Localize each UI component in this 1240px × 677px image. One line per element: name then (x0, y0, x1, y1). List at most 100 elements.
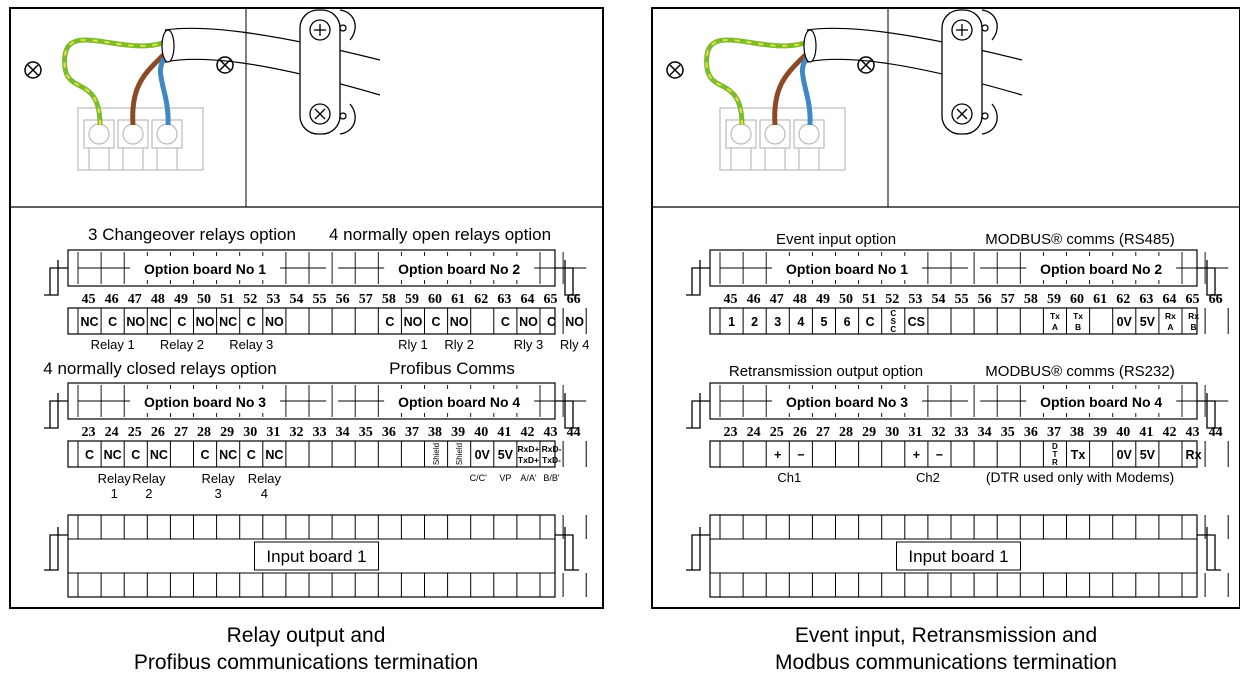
terminal-label: A (1167, 322, 1173, 332)
terminal-number: 50 (839, 292, 853, 307)
terminal-number: 28 (197, 425, 211, 440)
terminal-number: 27 (816, 425, 830, 440)
terminal-number: 62 (474, 292, 488, 307)
terminal-number: 28 (839, 425, 853, 440)
terminal-number: 65 (1186, 292, 1200, 307)
section-title: Profibus Comms (389, 359, 515, 378)
terminal-label: 0V (475, 448, 491, 462)
terminal-label: Tx (1050, 311, 1060, 321)
terminal-label: A (1052, 322, 1058, 332)
relay-group-label: Relay (202, 471, 236, 486)
relay-group-label: Relay 3 (229, 337, 273, 352)
relay-group-number: 2 (145, 486, 152, 501)
terminal-label: C (385, 315, 394, 329)
section-title: Retransmission output option (729, 363, 923, 380)
terminal-number: 44 (567, 425, 581, 440)
terminal-number: 47 (128, 292, 142, 307)
terminal-label: + (913, 448, 920, 462)
left-panel (9, 7, 604, 609)
profibus-pin-label: VP (499, 473, 511, 483)
terminal-label: − (797, 448, 804, 462)
terminal-number: 51 (220, 292, 234, 307)
terminal-label: Shield (432, 443, 441, 465)
terminal-label: R (1052, 458, 1058, 467)
terminal-number: 29 (862, 425, 876, 440)
terminal-label: 4 (797, 315, 804, 329)
terminal-number: 47 (770, 292, 784, 307)
terminal-number: 31 (908, 425, 922, 440)
right-caption-line1: Event input, Retransmission and (795, 624, 1097, 647)
terminal-label: C (432, 315, 441, 329)
input-board-frame (67, 514, 556, 598)
terminal-number: 64 (520, 292, 534, 307)
profibus-pin-label: B/B' (543, 473, 560, 483)
cable-clamp (941, 9, 998, 135)
terminal-label: D (1052, 442, 1058, 451)
terminal-label: NC (150, 315, 168, 329)
relay-group-label: Relay 2 (160, 337, 204, 352)
terminal-label: C (890, 325, 896, 334)
cable-end (803, 29, 817, 63)
terminal-label: C (501, 315, 510, 329)
terminal-label: C (890, 309, 896, 318)
terminal-label: TxD- (542, 455, 561, 465)
input-left-bracket (44, 527, 68, 571)
option-board-label: Option board No 3 (144, 394, 266, 410)
terminal-number: 33 (313, 425, 327, 440)
terminal-number: 38 (1070, 425, 1084, 440)
relay-group-label: Relay 1 (91, 337, 135, 352)
terminal-number: 32 (289, 425, 303, 440)
input-left-bracket (686, 527, 710, 571)
option-board-label: Option board No 1 (786, 261, 908, 277)
terminal-number: 55 (313, 292, 327, 307)
dtr-note: (DTR used only with Modems) (986, 469, 1174, 485)
terminal-number: 56 (336, 292, 350, 307)
option-board-label: Option board No 4 (398, 394, 520, 410)
section-title: MODBUS® comms (RS485) (985, 231, 1174, 248)
terminal-label: NO (126, 315, 145, 329)
terminal-number: 35 (1001, 425, 1015, 440)
terminal-number: 53 (908, 292, 922, 307)
section-title: 4 normally closed relays option (43, 359, 276, 378)
terminal-label: C (247, 315, 256, 329)
strip-left-bracket (44, 260, 68, 296)
terminal-number: 41 (497, 425, 511, 440)
terminal-number: 46 (105, 292, 119, 307)
terminal-number: 32 (931, 425, 945, 440)
terminal-number: 36 (382, 425, 396, 440)
terminal-number: 41 (1139, 425, 1153, 440)
relay-group-label: Relay (132, 471, 166, 486)
terminal-number: 26 (793, 425, 807, 440)
terminal-label: NO (450, 315, 469, 329)
input-right-bracket (555, 527, 579, 571)
section-title: 4 normally open relays option (329, 225, 551, 244)
board-label-bg (384, 256, 535, 280)
right-panel (651, 7, 1240, 609)
terminal-number: 61 (1093, 292, 1107, 307)
terminal-number: 25 (128, 425, 142, 440)
terminal-label: − (936, 448, 943, 462)
terminal-number: 43 (1186, 425, 1200, 440)
terminal-number: 63 (1139, 292, 1153, 307)
terminal-number: 34 (978, 425, 992, 440)
profibus-pin-label: A/A' (520, 473, 537, 483)
terminal-number: 51 (862, 292, 876, 307)
terminal-label: + (774, 448, 781, 462)
terminal-number: 25 (770, 425, 784, 440)
terminal-number: 42 (1162, 425, 1176, 440)
relay-group-label: Relay (248, 471, 282, 486)
terminal-label: NC (81, 315, 99, 329)
input-board-label-box (896, 541, 1021, 571)
terminal-label: NC (265, 448, 283, 462)
terminal-label: C (247, 448, 256, 462)
earth-wire-stripe (63, 39, 171, 126)
right-frame (651, 7, 1240, 609)
terminal-label: C (547, 315, 556, 329)
terminal-number: 34 (336, 425, 350, 440)
terminal-label: CS (908, 315, 925, 329)
terminal-number: 63 (497, 292, 511, 307)
board-label-bg (772, 256, 923, 280)
terminal-number: 58 (382, 292, 396, 307)
terminal-label: T (1053, 450, 1058, 459)
